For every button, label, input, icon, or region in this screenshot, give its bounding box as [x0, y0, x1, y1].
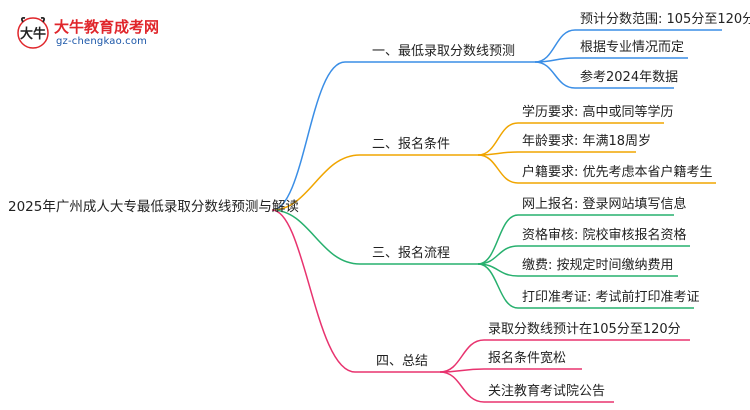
root-to-branch-3	[271, 209, 361, 265]
branch-2-connectors	[271, 122, 716, 211]
branch-4-item-3: 关注教育考试院公告	[488, 384, 606, 399]
branch-3-item-2: 资格审核: 院校审核报名资格	[522, 228, 687, 243]
branch-1-connectors	[271, 29, 722, 211]
branch-4-connectors	[271, 209, 690, 403]
branch-3-item-1: 网上报名: 登录网站填写信息	[522, 197, 687, 212]
logo-url: gz-chengkao.com	[56, 36, 148, 47]
branch-3-label: 三、报名流程	[372, 246, 451, 261]
svg-text:大牛: 大牛	[20, 26, 46, 42]
logo-name: 大牛教育成考网	[54, 18, 160, 36]
root-to-branch-2	[271, 154, 361, 211]
branch-3-item-4: 打印准考证: 考试前打印准考证	[522, 290, 700, 305]
branch-3-connectors	[271, 209, 694, 309]
branch-1-item-1: 预计分数范围: 105分至120分	[580, 12, 750, 27]
branch-4-item-1: 录取分数线预计在105分至120分	[488, 322, 681, 337]
branch-4-item-2: 报名条件宽松	[488, 351, 567, 366]
bull-mascot-icon: 大牛	[17, 16, 49, 49]
branch-4-label: 四、总结	[376, 354, 429, 369]
branch-2-item-3: 户籍要求: 优先考虑本省户籍考生	[522, 165, 713, 180]
branch-1-item-3: 参考2024年数据	[580, 70, 679, 85]
root-to-branch-1	[271, 61, 346, 211]
branch-2-label: 二、报名条件	[372, 137, 451, 152]
branch-1-label: 一、最低录取分数线预测	[372, 44, 516, 59]
branch-3-item-3: 缴费: 按规定时间缴纳费用	[522, 258, 674, 273]
branch-2-item-1: 学历要求: 高中或同等学历	[522, 105, 674, 120]
root-topic: 2025年广州成人大专最低录取分数线预测与解读	[8, 199, 299, 215]
root-to-branch-4	[271, 209, 356, 373]
branch-1-item-2: 根据专业情况而定	[580, 40, 685, 55]
branch-2-item-2: 年龄要求: 年满18周岁	[522, 134, 652, 149]
site-logo[interactable]: 大牛 大牛教育成考网 gz-chengkao.com	[8, 10, 168, 56]
